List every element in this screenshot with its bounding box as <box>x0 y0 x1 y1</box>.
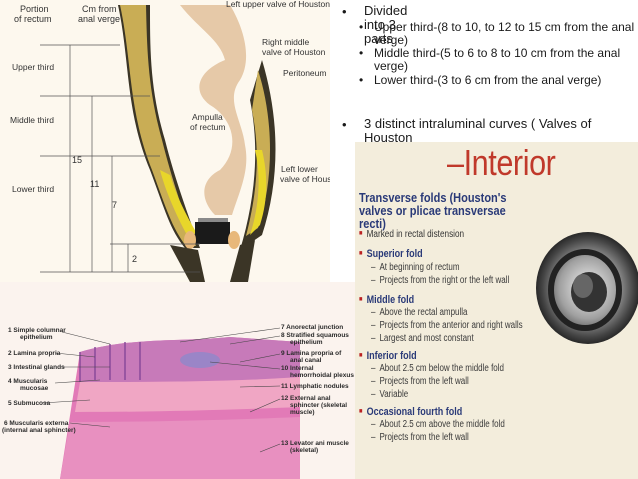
label-upper-third: Upper third <box>12 62 54 72</box>
superior-fold-item: At beginning of rectum <box>371 262 459 273</box>
middle-fold-item: Above the rectal ampulla <box>371 307 467 318</box>
sub-bullet-upper: • Upper third-(8 to 10, to 12 to 15 cm f… <box>359 20 635 47</box>
histo-label-13: 13 Levator ani muscle(skeletal) <box>281 440 349 454</box>
fourth-fold-item: Projects from the left wall <box>371 432 468 443</box>
bullet-dot-icon: • <box>359 73 364 87</box>
label-middle-third: Middle third <box>10 115 54 125</box>
bullet-dot-icon: • <box>342 4 347 19</box>
interior-title: –Interior <box>447 142 556 183</box>
histo-label-11: 11 Lymphatic nodules <box>281 383 349 390</box>
fourth-fold-heading: Occasional fourth fold <box>359 406 463 418</box>
middle-fold-item: Largest and most constant <box>371 333 473 344</box>
middle-fold-heading: Middle fold <box>359 294 415 306</box>
label-peritoneum: Peritoneum <box>283 68 326 78</box>
bullet-dot-icon: • <box>359 46 364 60</box>
inferior-fold-item: About 2.5 cm below the middle fold <box>371 363 504 374</box>
inferior-fold-item: Variable <box>371 389 408 400</box>
label-11: 11 <box>90 179 99 189</box>
fourth-fold-item: About 2.5 cm above the middle fold <box>371 419 504 430</box>
bullet-dot-icon: • <box>342 117 347 132</box>
endoscopy-image <box>536 232 638 344</box>
label-7: 7 <box>112 200 117 210</box>
histo-label-7: 7 Anorectal junction <box>281 324 343 331</box>
intro-text: Marked in rectal distension <box>359 229 465 240</box>
interior-panel: –Interior Transverse folds (Houston's va… <box>355 142 638 479</box>
histo-label-6: 6 Muscularis externa(internal anal sphin… <box>2 420 76 434</box>
bullet-list: • Divided into 3 parts • Upper third-(8 … <box>342 3 635 145</box>
sub-bullet-lower: • Lower third-(3 to 6 cm from the anal v… <box>359 73 602 87</box>
superior-fold-heading: Superior fold <box>359 248 423 260</box>
bullet-dot-icon: • <box>359 20 364 34</box>
label-left-upper: Left upper valve of Houston <box>226 0 330 9</box>
label-2: 2 <box>132 254 137 264</box>
histo-label-3: 3 Intestinal glands <box>8 364 65 371</box>
inferior-fold-item: Projects from the left wall <box>371 376 468 387</box>
transverse-folds-heading: Transverse folds (Houston's valves or pl… <box>359 191 507 231</box>
histo-label-2: 2 Lamina propria <box>8 350 61 357</box>
sub-bullet-middle: • Middle third-(5 to 6 to 8 to 10 cm fro… <box>359 46 621 73</box>
label-15: 15 <box>72 155 82 165</box>
middle-fold-item: Projects from the anterior and right wal… <box>371 320 522 331</box>
superior-fold-item: Projects from the right or the left wall <box>371 275 509 286</box>
inferior-fold-heading: Inferior fold <box>359 350 417 362</box>
label-lower-third: Lower third <box>12 184 54 194</box>
histo-label-5: 5 Submucosa <box>8 400 51 407</box>
